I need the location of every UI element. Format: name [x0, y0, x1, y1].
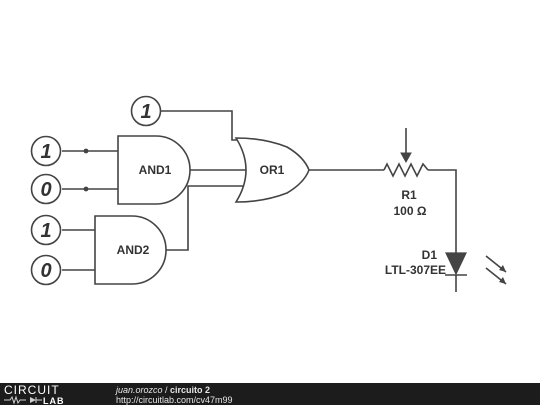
diode-name: D1 [422, 248, 438, 262]
input-node-and1-b[interactable]: 0 [30, 173, 62, 205]
input-node-top[interactable]: 1 [130, 95, 162, 127]
circuit-title[interactable]: circuito 2 [170, 385, 211, 395]
diode-triangle-icon [445, 252, 467, 276]
resistor-icon [4, 395, 26, 405]
logo-text-lab: LAB [43, 396, 65, 405]
and1-label: AND1 [139, 163, 172, 177]
input-value: 0 [40, 260, 51, 282]
led-d1[interactable]: D1 LTL-307EE [385, 248, 507, 285]
input-value: 1 [140, 101, 151, 123]
input-node-and1-a[interactable]: 1 [30, 135, 62, 167]
footer-attribution: juan.orozco / circuito 2 [116, 385, 210, 395]
diode-part: LTL-307EE [385, 263, 446, 277]
input-value: 1 [40, 141, 51, 163]
circuitlab-logo[interactable]: CIRCUIT LAB [2, 383, 110, 405]
input-node-and2-a[interactable]: 1 [30, 214, 62, 246]
input-value: 1 [40, 220, 51, 242]
light-emission-icon [485, 255, 507, 285]
circuit-schematic: 1 1 0 1 0 AND1 AND2 OR1 R1 100 Ω [30, 95, 507, 292]
resistor-r1[interactable]: R1 100 Ω [383, 128, 429, 218]
arrow-down-icon [400, 152, 412, 164]
or1-label: OR1 [260, 163, 285, 177]
separator: / [162, 385, 171, 395]
or1-gate[interactable]: OR1 [234, 137, 310, 203]
resistor-name: R1 [401, 188, 417, 202]
logo-text-circuit: CIRCUIT [4, 383, 60, 397]
and2-gate[interactable]: AND2 [94, 215, 167, 285]
author-link[interactable]: juan.orozco [116, 385, 163, 395]
input-node-and2-b[interactable]: 0 [30, 254, 62, 286]
input-value: 0 [40, 179, 51, 201]
diode-icon [30, 397, 36, 403]
circuit-url[interactable]: http://circuitlab.com/cv47m99 [116, 395, 233, 405]
and1-gate[interactable]: AND1 [117, 135, 191, 205]
resistor-value: 100 Ω [394, 204, 427, 218]
footer-bar: CIRCUIT LAB juan.orozco / circuito 2 htt… [0, 383, 540, 405]
and2-label: AND2 [117, 243, 150, 257]
